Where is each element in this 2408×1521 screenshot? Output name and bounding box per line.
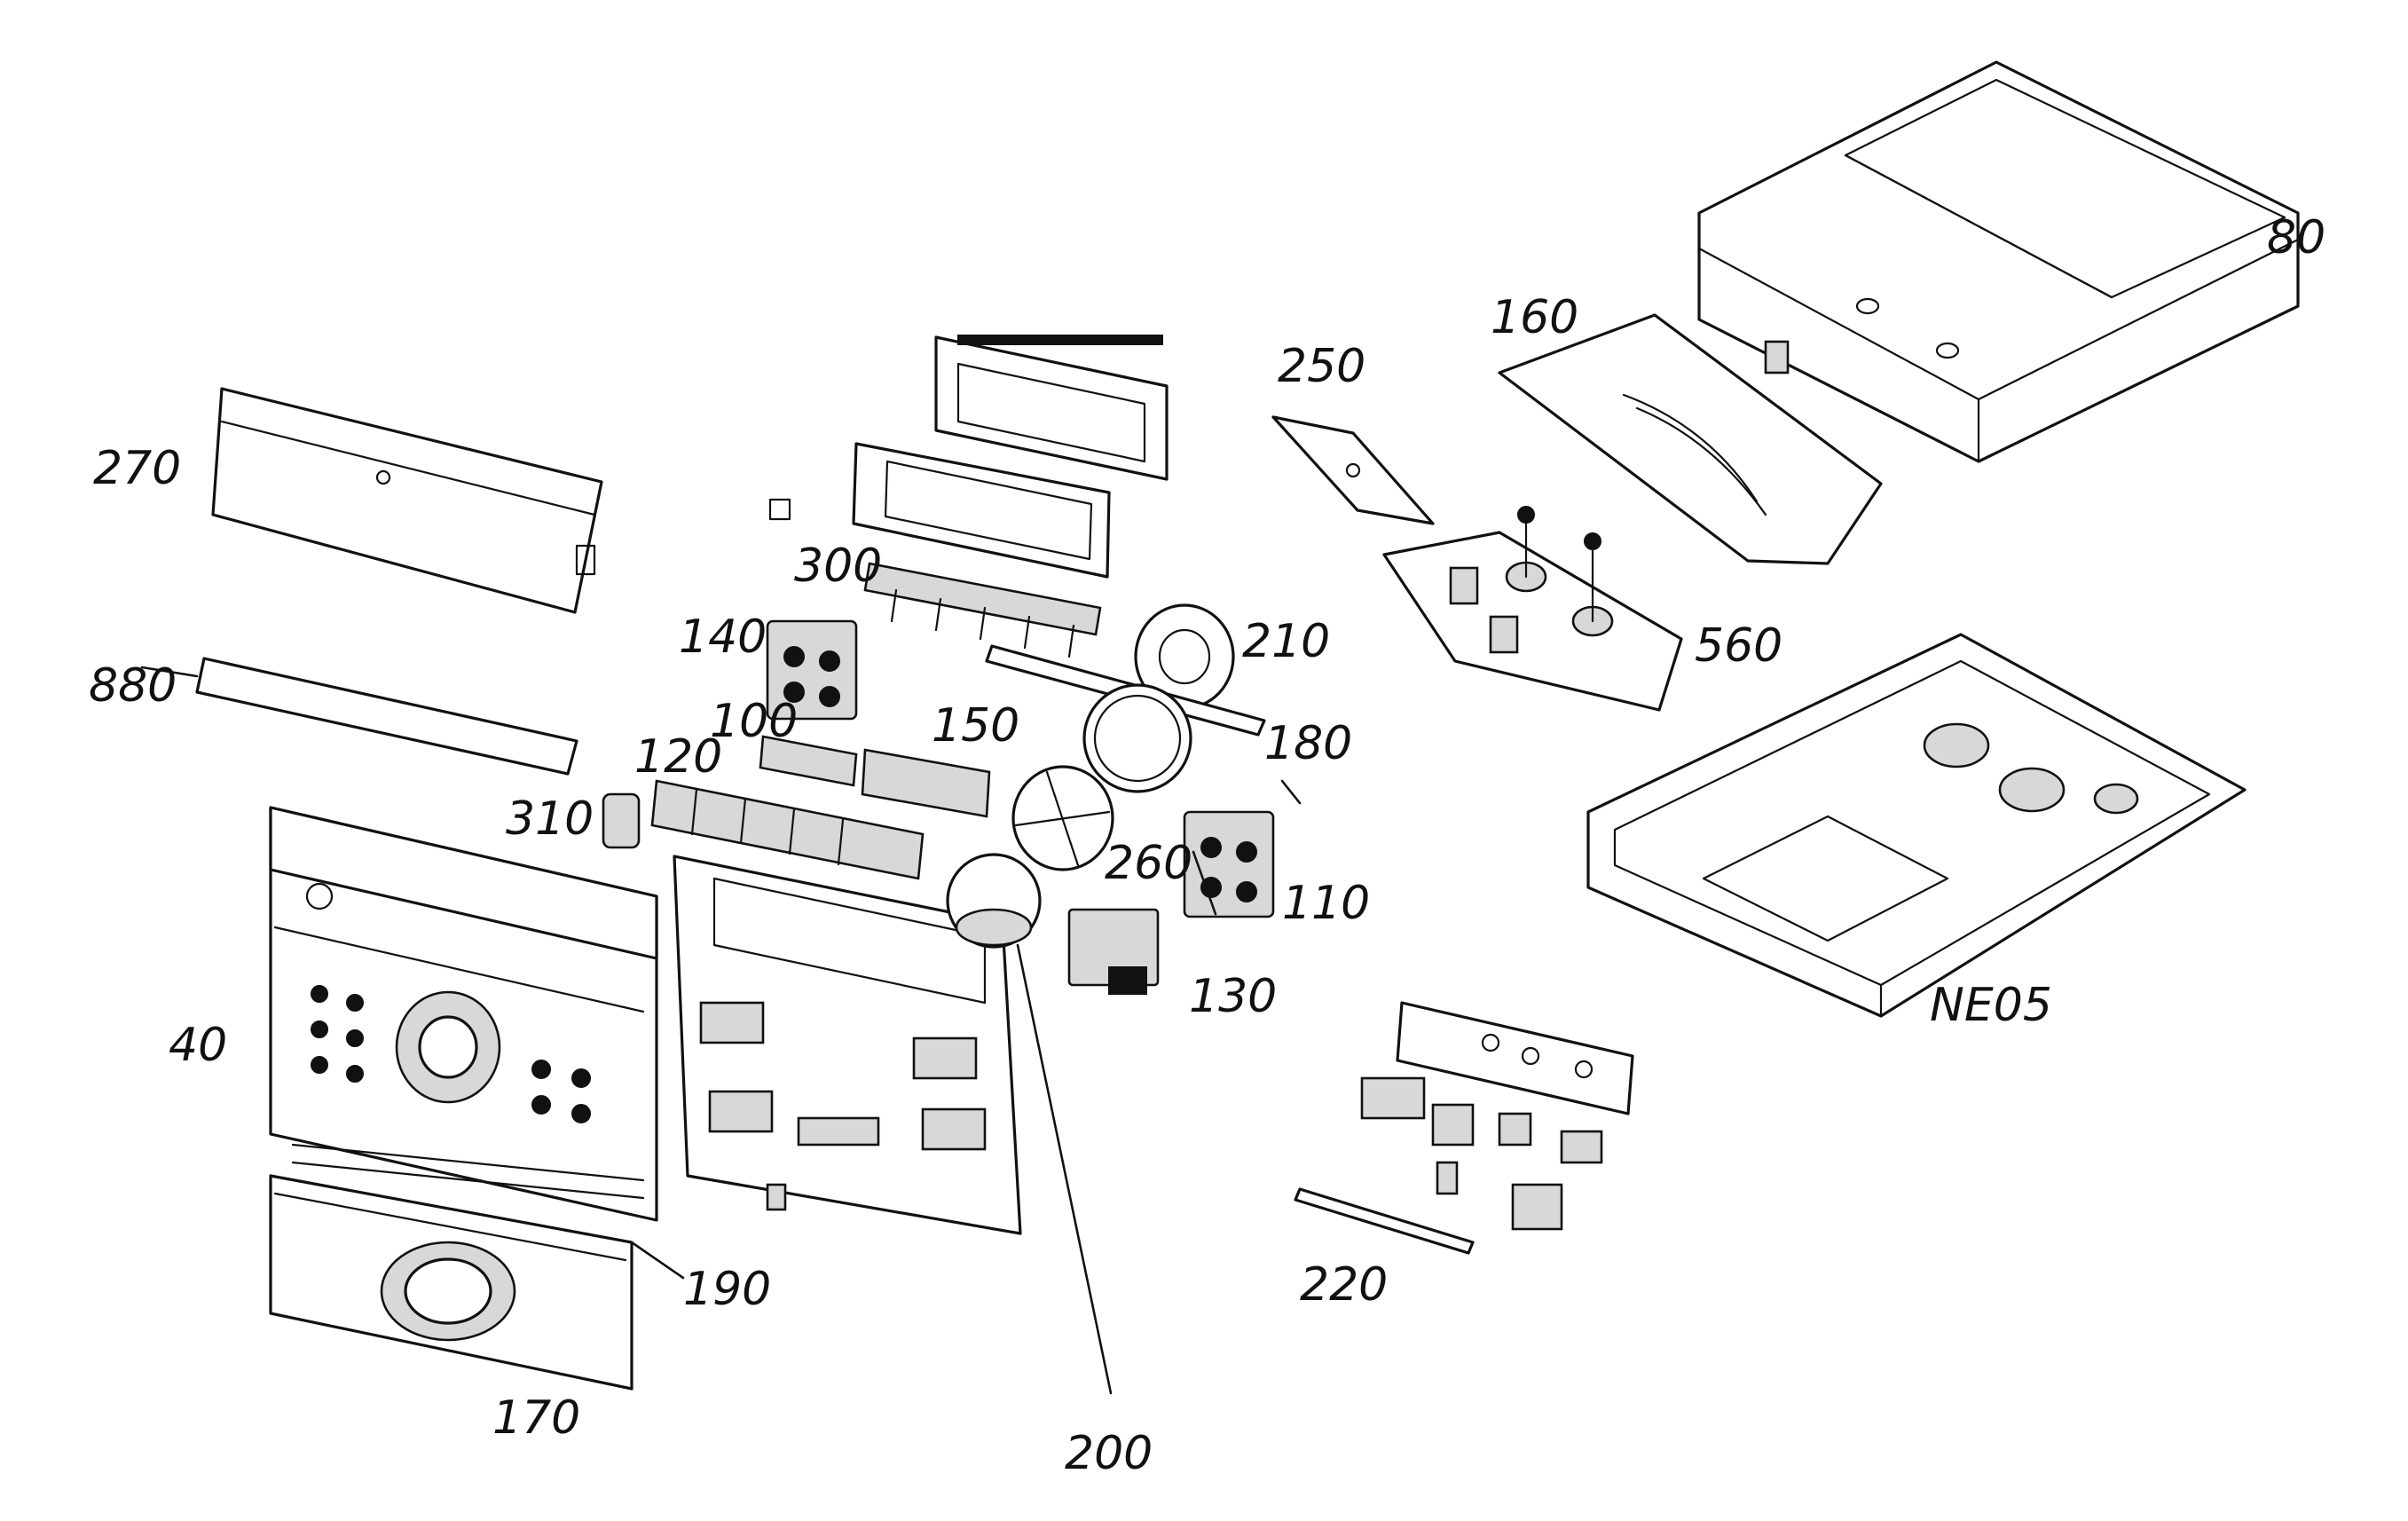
front-panel-buttons <box>311 985 591 1123</box>
label-120: 120 <box>634 730 722 784</box>
label-220: 220 <box>1300 1258 1388 1312</box>
part-300-key-bar <box>863 562 1102 658</box>
leader-lines <box>140 666 1302 1395</box>
part-labels: 270 880 40 170 190 200 310 120 100 140 1… <box>89 211 2325 1480</box>
part-display-bracket <box>768 442 1111 579</box>
label-560: 560 <box>1695 619 1782 673</box>
part-120-key-strip <box>650 779 925 880</box>
label-160: 160 <box>1491 291 1578 344</box>
part-880-strip <box>195 657 578 776</box>
label-210: 210 <box>1242 615 1330 668</box>
part-560-cassette-mechanism <box>1382 506 1683 712</box>
part-40-front-panel <box>269 806 658 1222</box>
label-140: 140 <box>679 611 767 664</box>
label-130: 130 <box>1189 970 1277 1023</box>
label-270: 270 <box>93 442 181 495</box>
label-200: 200 <box>1065 1427 1153 1480</box>
part-250-plate <box>1271 415 1435 525</box>
label-180: 180 <box>1264 717 1352 770</box>
label-110: 110 <box>1282 877 1370 930</box>
part-310-knob <box>602 792 641 849</box>
label-80: 80 <box>2267 211 2325 264</box>
part-150-switch-block <box>861 748 991 818</box>
label-40: 40 <box>169 1019 227 1072</box>
part-170-lower-panel <box>269 1174 633 1391</box>
part-220-sub-board <box>1294 1001 1634 1255</box>
part-ring <box>1082 683 1192 793</box>
label-170: 170 <box>492 1391 580 1445</box>
part-130-switch-block <box>1067 908 1160 995</box>
label-300: 300 <box>794 540 882 593</box>
part-80-top-chassis <box>1697 60 2300 463</box>
part-main-pcb <box>673 855 1022 1235</box>
label-260: 260 <box>1105 837 1192 890</box>
part-NE05-main-chassis <box>1586 633 2247 1018</box>
part-160-cassette-door <box>1498 313 1883 565</box>
label-100: 100 <box>710 695 798 748</box>
part-200-knob <box>946 853 1042 949</box>
label-310: 310 <box>506 792 594 846</box>
label-190: 190 <box>683 1263 771 1316</box>
label-880: 880 <box>89 659 177 713</box>
part-210-dial <box>1134 603 1235 710</box>
part-140-switch-module <box>766 619 858 721</box>
part-display-window <box>934 335 1169 481</box>
label-150: 150 <box>932 699 1019 753</box>
label-NE05: NE05 <box>1930 979 2052 1032</box>
part-100-switch-block <box>759 735 858 787</box>
part-260-lens <box>1011 765 1114 871</box>
part-270-top-cover <box>211 387 603 614</box>
label-250: 250 <box>1278 340 1365 393</box>
